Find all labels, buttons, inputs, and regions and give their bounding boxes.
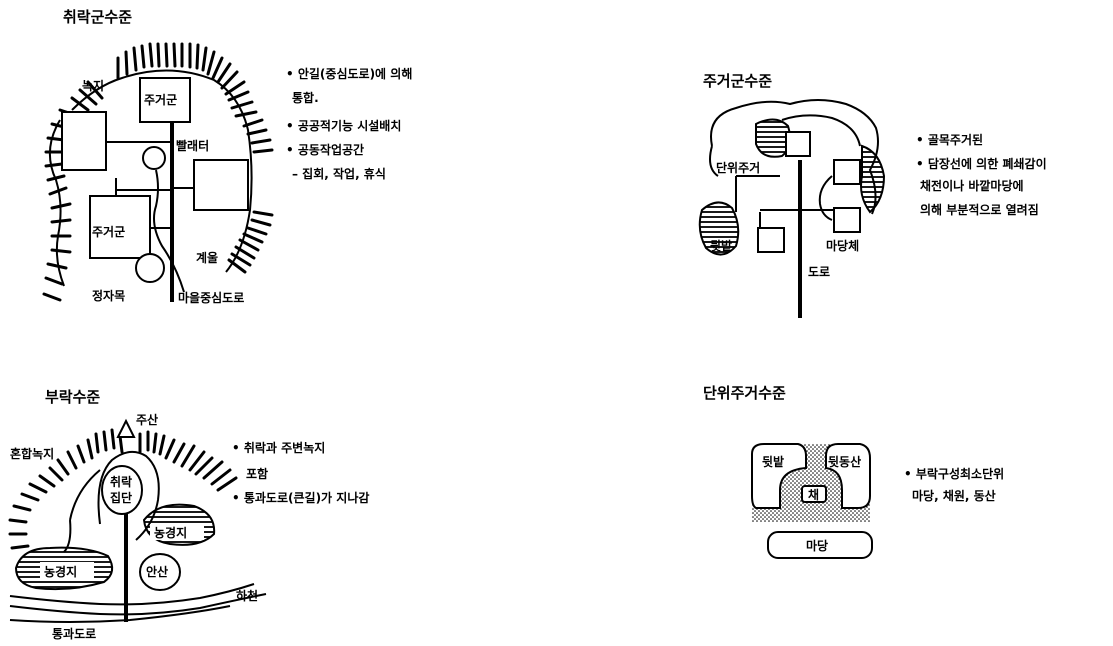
village-group — [101, 465, 143, 515]
green-belt-outline — [48, 69, 253, 287]
stream-label: 계울 — [196, 250, 218, 265]
village-note-3: • 통과도로(큰길)가 지나감 — [232, 490, 369, 505]
housing-group-bottom-label: 주거군 — [92, 224, 125, 239]
madang-yard — [767, 531, 873, 559]
village-title: 부락수준 — [45, 388, 100, 406]
hatched-garden — [698, 201, 740, 256]
unit-note-1: • 부락구성최소단위 — [904, 466, 1004, 481]
house — [833, 207, 861, 233]
settlement-note-5: – 집회, 작업, 휴식 — [292, 166, 386, 181]
farmland-left-label: 농경지 — [44, 564, 77, 579]
backhill — [825, 443, 871, 509]
through-road-label: 통과도로 — [52, 626, 96, 641]
main-mountain-icon — [116, 418, 136, 438]
mountain-label: 주산 — [136, 412, 158, 427]
hatched-garden — [755, 118, 791, 158]
mountain-ridge — [63, 469, 101, 553]
unit-panel: 단위주거수준 뒷밭 뒷동산 채 마당 • 부락구성최소단위 마당, 채원, 동산 — [703, 384, 1004, 559]
settlement-note-4: • 공동작업공간 — [286, 142, 364, 157]
housing-note-1: • 골목주거된 — [916, 132, 983, 147]
backfield-label: 뒷밭 — [710, 238, 732, 253]
unit-note-2: 마당, 채원, 동산 — [912, 488, 996, 503]
river — [9, 593, 267, 616]
settlement-panel: 취락군수준 — [42, 8, 412, 305]
yard-label: 마당 — [806, 538, 828, 553]
branch — [818, 175, 833, 221]
hill-label: 안산 — [146, 564, 168, 579]
laundry-place — [142, 146, 166, 170]
housing-note-4: 의해 부분적으로 열려짐 — [920, 202, 1039, 217]
group-label-2: 집단 — [110, 490, 132, 505]
green-label: 녹지 — [82, 78, 104, 93]
housing-note-2: • 담장선에 의한 폐쇄감이 — [916, 156, 1047, 171]
jeongja-tree — [135, 253, 165, 283]
forest-hatching — [8, 428, 238, 550]
laundry-label: 빨래터 — [176, 138, 209, 153]
backfield-label: 뒷밭 — [762, 454, 784, 469]
housing-note-3: 채전이나 바깥마당에 — [920, 178, 1024, 193]
mixed-forest-label: 혼합녹지 — [10, 446, 54, 461]
housing-group-top — [139, 77, 191, 123]
settlement-title: 취락군수준 — [63, 8, 132, 26]
yard-label: 마당체 — [826, 238, 859, 253]
farmland-right-label-bg — [150, 524, 204, 540]
house — [757, 227, 785, 253]
settlement-note-2: 통합. — [292, 90, 319, 105]
village-note-2: 포함 — [246, 466, 268, 481]
village-panel: 부락수준 주산 혼합녹지 취락 집단 농경지 — [8, 388, 369, 641]
farmland-right-label: 농경지 — [154, 525, 187, 540]
house — [801, 485, 827, 503]
backhill-label: 뒷동산 — [828, 454, 861, 469]
stream — [153, 169, 185, 293]
settlement-note-3: • 공공적기능 시설배치 — [286, 118, 401, 133]
housing-group-bottom — [89, 195, 151, 259]
river-label: 하천 — [236, 588, 258, 603]
backfield — [751, 443, 807, 509]
road-label: 마을중심도로 — [178, 290, 244, 305]
group-label-1: 취락 — [110, 474, 132, 489]
farmland-left-label-bg — [40, 562, 94, 578]
housing-panel: 주거군수준 단위주거 뒷밭 마당체 도로 • 골목주거된 • 담장선에 의한 폐… — [698, 72, 1047, 318]
house — [833, 159, 861, 185]
village-note-1: • 취락과 주변녹지 — [232, 440, 325, 455]
house-label: 채 — [808, 487, 819, 502]
housing-group-right — [193, 159, 249, 211]
unit-housing-label: 단위주거 — [716, 160, 760, 175]
housing-title: 주거군수준 — [703, 72, 772, 90]
through-road — [9, 605, 231, 623]
river — [9, 583, 255, 606]
housing-group-top-label: 주거군 — [144, 92, 177, 107]
jeongja-label: 정자목 — [92, 288, 125, 303]
unit-title: 단위주거수준 — [703, 384, 786, 402]
housing-group-left — [61, 111, 107, 171]
house — [785, 131, 811, 157]
hatched-garden — [860, 144, 886, 214]
ansan-hill — [139, 553, 181, 591]
settlement-note-1: • 안길(중심도로)에 의해 — [286, 66, 412, 81]
road-label: 도로 — [808, 265, 830, 279]
